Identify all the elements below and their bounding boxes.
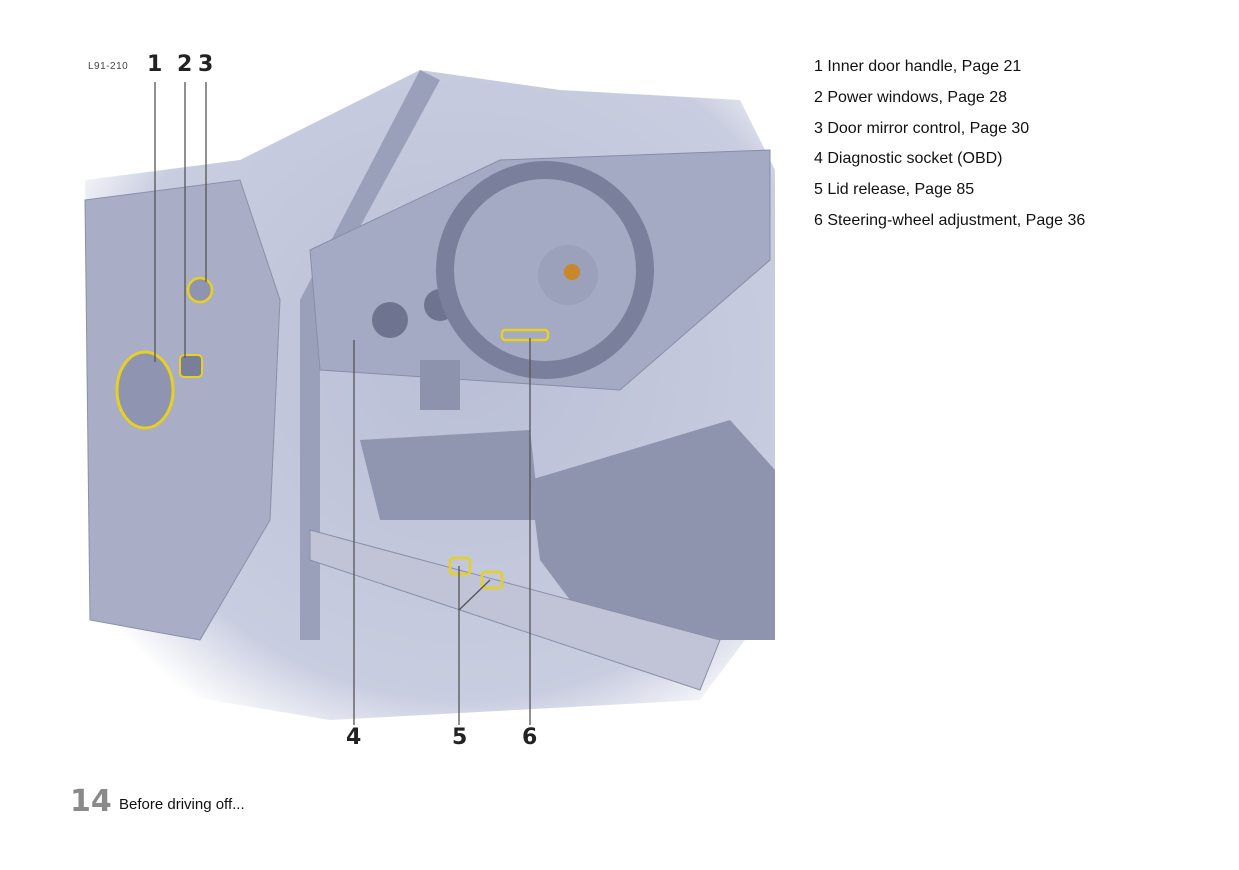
- callout-5: 5: [452, 725, 468, 750]
- callout-1: 1: [147, 52, 163, 77]
- callout-2: 2: [177, 52, 193, 77]
- figure-id: L91-210: [88, 61, 129, 72]
- callout-3: 3: [198, 52, 214, 77]
- legend-item: 3 Door mirror control, Page 30: [814, 119, 1030, 137]
- legend-item: 1 Inner door handle, Page 21: [814, 58, 1022, 75]
- legend-item: 5 Lid release, Page 85: [814, 181, 975, 199]
- legend-item: 6 Steering-wheel adjustment, Page 36: [814, 211, 1086, 229]
- legend-item: 4 Diagnostic socket (OBD): [814, 150, 1003, 168]
- section-title: Before driving off...: [119, 796, 245, 813]
- callout-4: 4: [346, 725, 362, 750]
- callout-6: 6: [522, 725, 538, 750]
- page-number: 14: [70, 784, 112, 819]
- legend-item: 2 Power windows, Page 28: [814, 88, 1007, 106]
- legend-list: 1 Inner door handle, Page 21 2 Power win…: [814, 52, 1085, 237]
- car-interior-illustration: [84, 70, 775, 725]
